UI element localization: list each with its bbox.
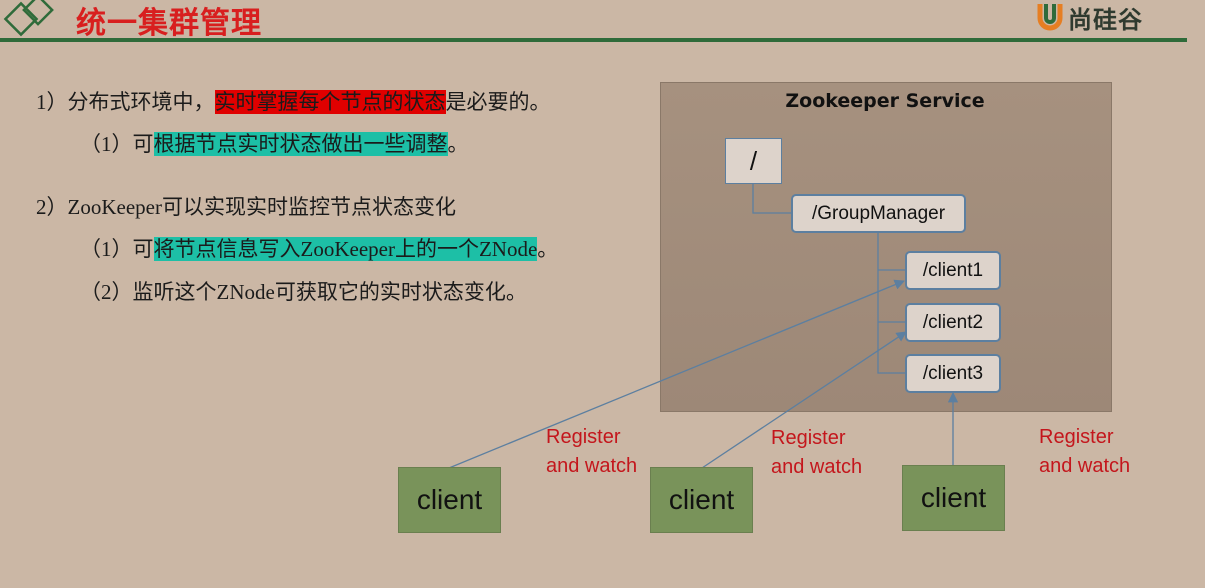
- point-1-suffix: 是必要的。: [445, 90, 551, 114]
- point-2b: （2）监听这个ZNode可获取它的实时状态变化。: [80, 276, 527, 306]
- point-1-text: 分布式环境中，: [67, 90, 215, 114]
- register-watch-label-2: Register and watch: [771, 424, 862, 482]
- register-label: Register: [546, 426, 621, 448]
- page-title: 统一集群管理: [76, 6, 262, 41]
- root-znode: /: [725, 138, 782, 184]
- client-box-3: client: [902, 465, 1005, 531]
- register-label: Register: [1039, 426, 1114, 448]
- point-2a-zookeeper: ZooKeeper: [300, 237, 395, 261]
- point-2: 2）ZooKeeper可以实现实时监控节点状态变化: [36, 191, 456, 221]
- client1-watch-arrow: [448, 279, 905, 469]
- client3-znode: /client3: [905, 354, 1001, 393]
- brand-logo-icon: [1037, 4, 1063, 31]
- point-1a-highlight: 根据节点实时状态做出一些调整: [153, 132, 448, 156]
- register-watch-label-3: Register and watch: [1039, 423, 1130, 481]
- register-label: Register: [771, 427, 846, 449]
- register-watch-label-1: Register and watch: [546, 423, 637, 481]
- point-1a-number: （1）: [80, 132, 133, 156]
- point-2a-highlight-1: 将节点信息写入: [153, 237, 301, 261]
- point-2b-znode: ZNode: [216, 280, 275, 304]
- point-2-number: 2）: [36, 195, 68, 219]
- point-2-zookeeper: ZooKeeper: [67, 195, 162, 219]
- point-1a-text: 可: [132, 132, 154, 156]
- groupmanager-znode: /GroupManager: [791, 194, 966, 233]
- and-watch-label: and watch: [771, 456, 863, 478]
- point-2a: （1）可将节点信息写入ZooKeeper上的一个ZNode。: [80, 233, 558, 263]
- diamond-logo-icon: [3, 0, 54, 37]
- and-watch-label: and watch: [546, 455, 638, 477]
- point-1-number: 1）: [36, 90, 68, 114]
- client-box-2: client: [650, 467, 753, 533]
- point-2a-text: 可: [132, 237, 154, 261]
- point-2a-suffix: 。: [537, 237, 559, 261]
- point-2b-suffix: 可获取它的实时状态变化。: [274, 280, 527, 304]
- point-2a-number: （1）: [80, 237, 133, 261]
- client2-watch-arrow: [701, 331, 907, 469]
- point-2a-znode: ZNode: [478, 237, 538, 261]
- point-2b-text: 监听这个: [132, 280, 217, 304]
- client1-znode: /client1: [905, 251, 1001, 290]
- point-1: 1）分布式环境中，实时掌握每个节点的状态是必要的。: [36, 86, 551, 116]
- point-2b-number: （2）: [80, 280, 133, 304]
- brand-logo-text: 尚硅谷: [1068, 6, 1143, 34]
- point-1-highlight: 实时掌握每个节点的状态: [214, 90, 446, 114]
- zookeeper-service-title: Zookeeper Service: [785, 90, 985, 112]
- point-2a-highlight-2: 上的一个: [394, 237, 479, 261]
- client2-znode: /client2: [905, 303, 1001, 342]
- client-box-1: client: [398, 467, 501, 533]
- group-to-children-trunk: [877, 232, 906, 374]
- point-1a: （1）可根据节点实时状态做出一些调整。: [80, 128, 469, 158]
- zookeeper-service-box: [660, 82, 1112, 412]
- header-divider: [0, 38, 1187, 42]
- root-to-group-connector: [752, 183, 792, 214]
- point-1a-suffix: 。: [447, 132, 469, 156]
- and-watch-label: and watch: [1039, 455, 1131, 477]
- point-2-text: 可以实现实时监控节点状态变化: [161, 195, 456, 219]
